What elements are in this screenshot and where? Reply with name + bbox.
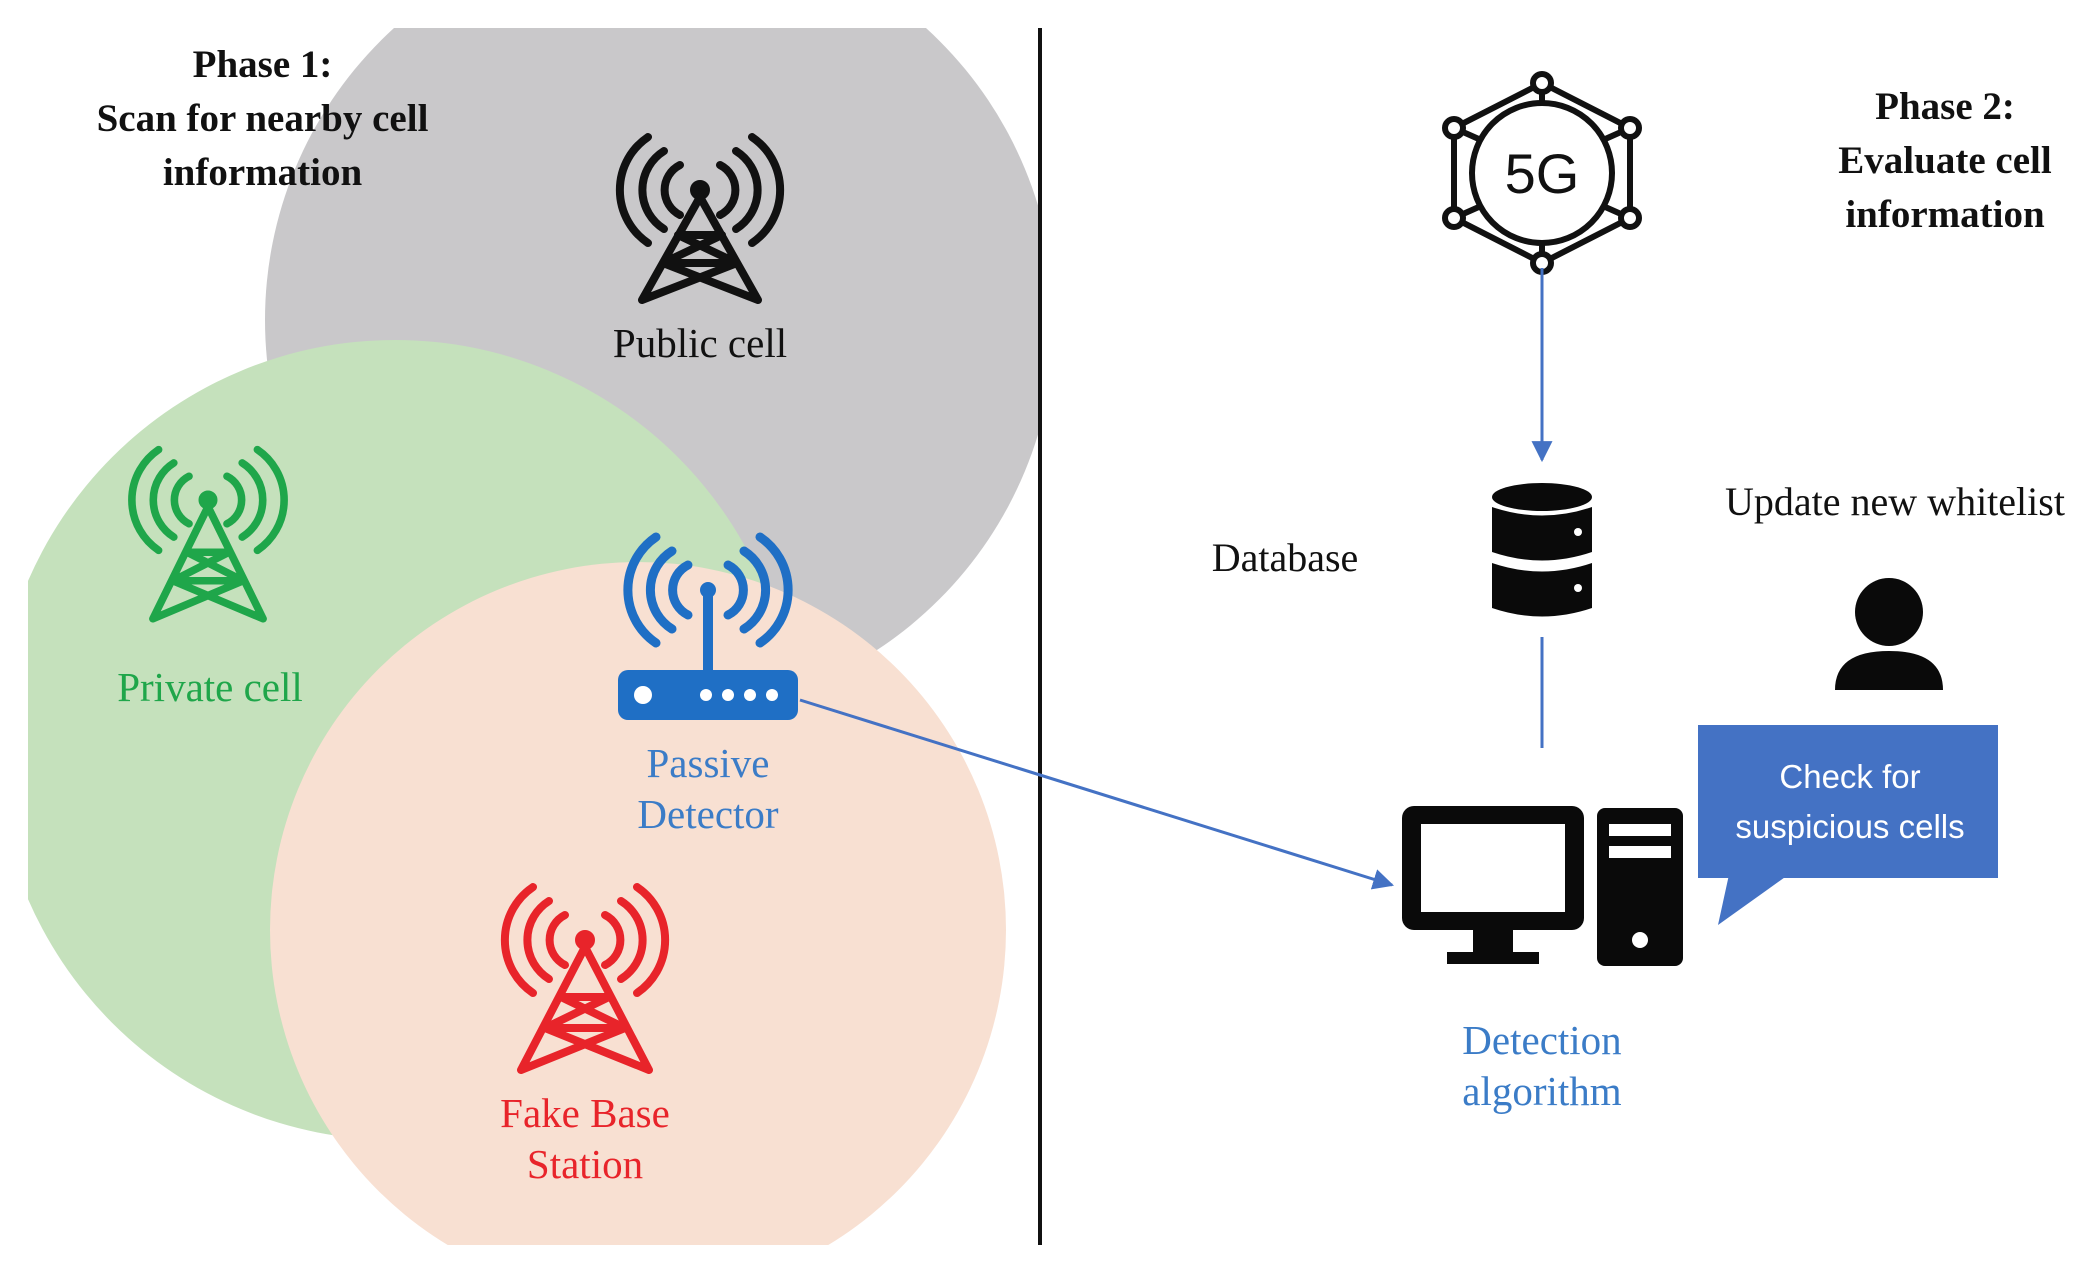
callout-bubble (1698, 725, 1998, 925)
detector-label-line-1: Passive (646, 740, 770, 786)
detection-label-line-1: Detection (1462, 1017, 1622, 1063)
fake-label-line-1: Fake Base (500, 1090, 670, 1136)
fake-base-station-label: Fake Base Station (440, 1088, 730, 1191)
phase-1-title: Phase 1: Scan for nearby cell informatio… (65, 38, 460, 199)
detector-to-algorithm-arrow (799, 698, 1395, 890)
computer-icon (1402, 806, 1683, 966)
whitelist-label: Update new whitelist (1725, 479, 2065, 524)
router-icon (618, 532, 798, 720)
phase-1-title-line-3: information (162, 150, 363, 194)
user-icon (1835, 578, 1943, 690)
detection-algorithm-label: Detection algorithm (1402, 1015, 1682, 1118)
phase-1-title-line-2: Scan for nearby cell (96, 96, 429, 140)
fake-cell-coverage (270, 562, 1006, 1245)
5g-icon-text: 5G (1505, 142, 1580, 205)
phase-2-title: Phase 2: Evaluate cell information (1800, 80, 2090, 241)
database-icon (1492, 483, 1592, 617)
passive-detector-label: Passive Detector (568, 738, 848, 841)
public-tower-icon (615, 133, 785, 304)
phase-2-title-line-2: Evaluate cell (1838, 138, 2052, 182)
phase-2-title-line-3: information (1845, 192, 2045, 236)
5g-network-icon (1442, 71, 1642, 275)
callout-text: Check for suspicious cells (1700, 752, 2000, 851)
fake-tower-icon (500, 883, 670, 1074)
callout-line-2: suspicious cells (1735, 807, 1965, 845)
coverage-areas (28, 28, 1040, 1245)
phase-2-title-line-1: Phase 2: (1875, 85, 2015, 128)
database-label: Database (1211, 535, 1359, 580)
public-cell-label: Public cell (612, 320, 788, 366)
callout-line-1: Check for (1779, 758, 1921, 795)
detector-label-line-2: Detector (637, 791, 779, 838)
private-cell-label: Private cell (117, 664, 303, 710)
fake-label-line-2: Station (526, 1141, 644, 1188)
private-tower-icon (128, 445, 288, 623)
detection-label-line-2: algorithm (1462, 1068, 1622, 1115)
phase-1-title-line-1: Phase 1: (192, 43, 333, 86)
